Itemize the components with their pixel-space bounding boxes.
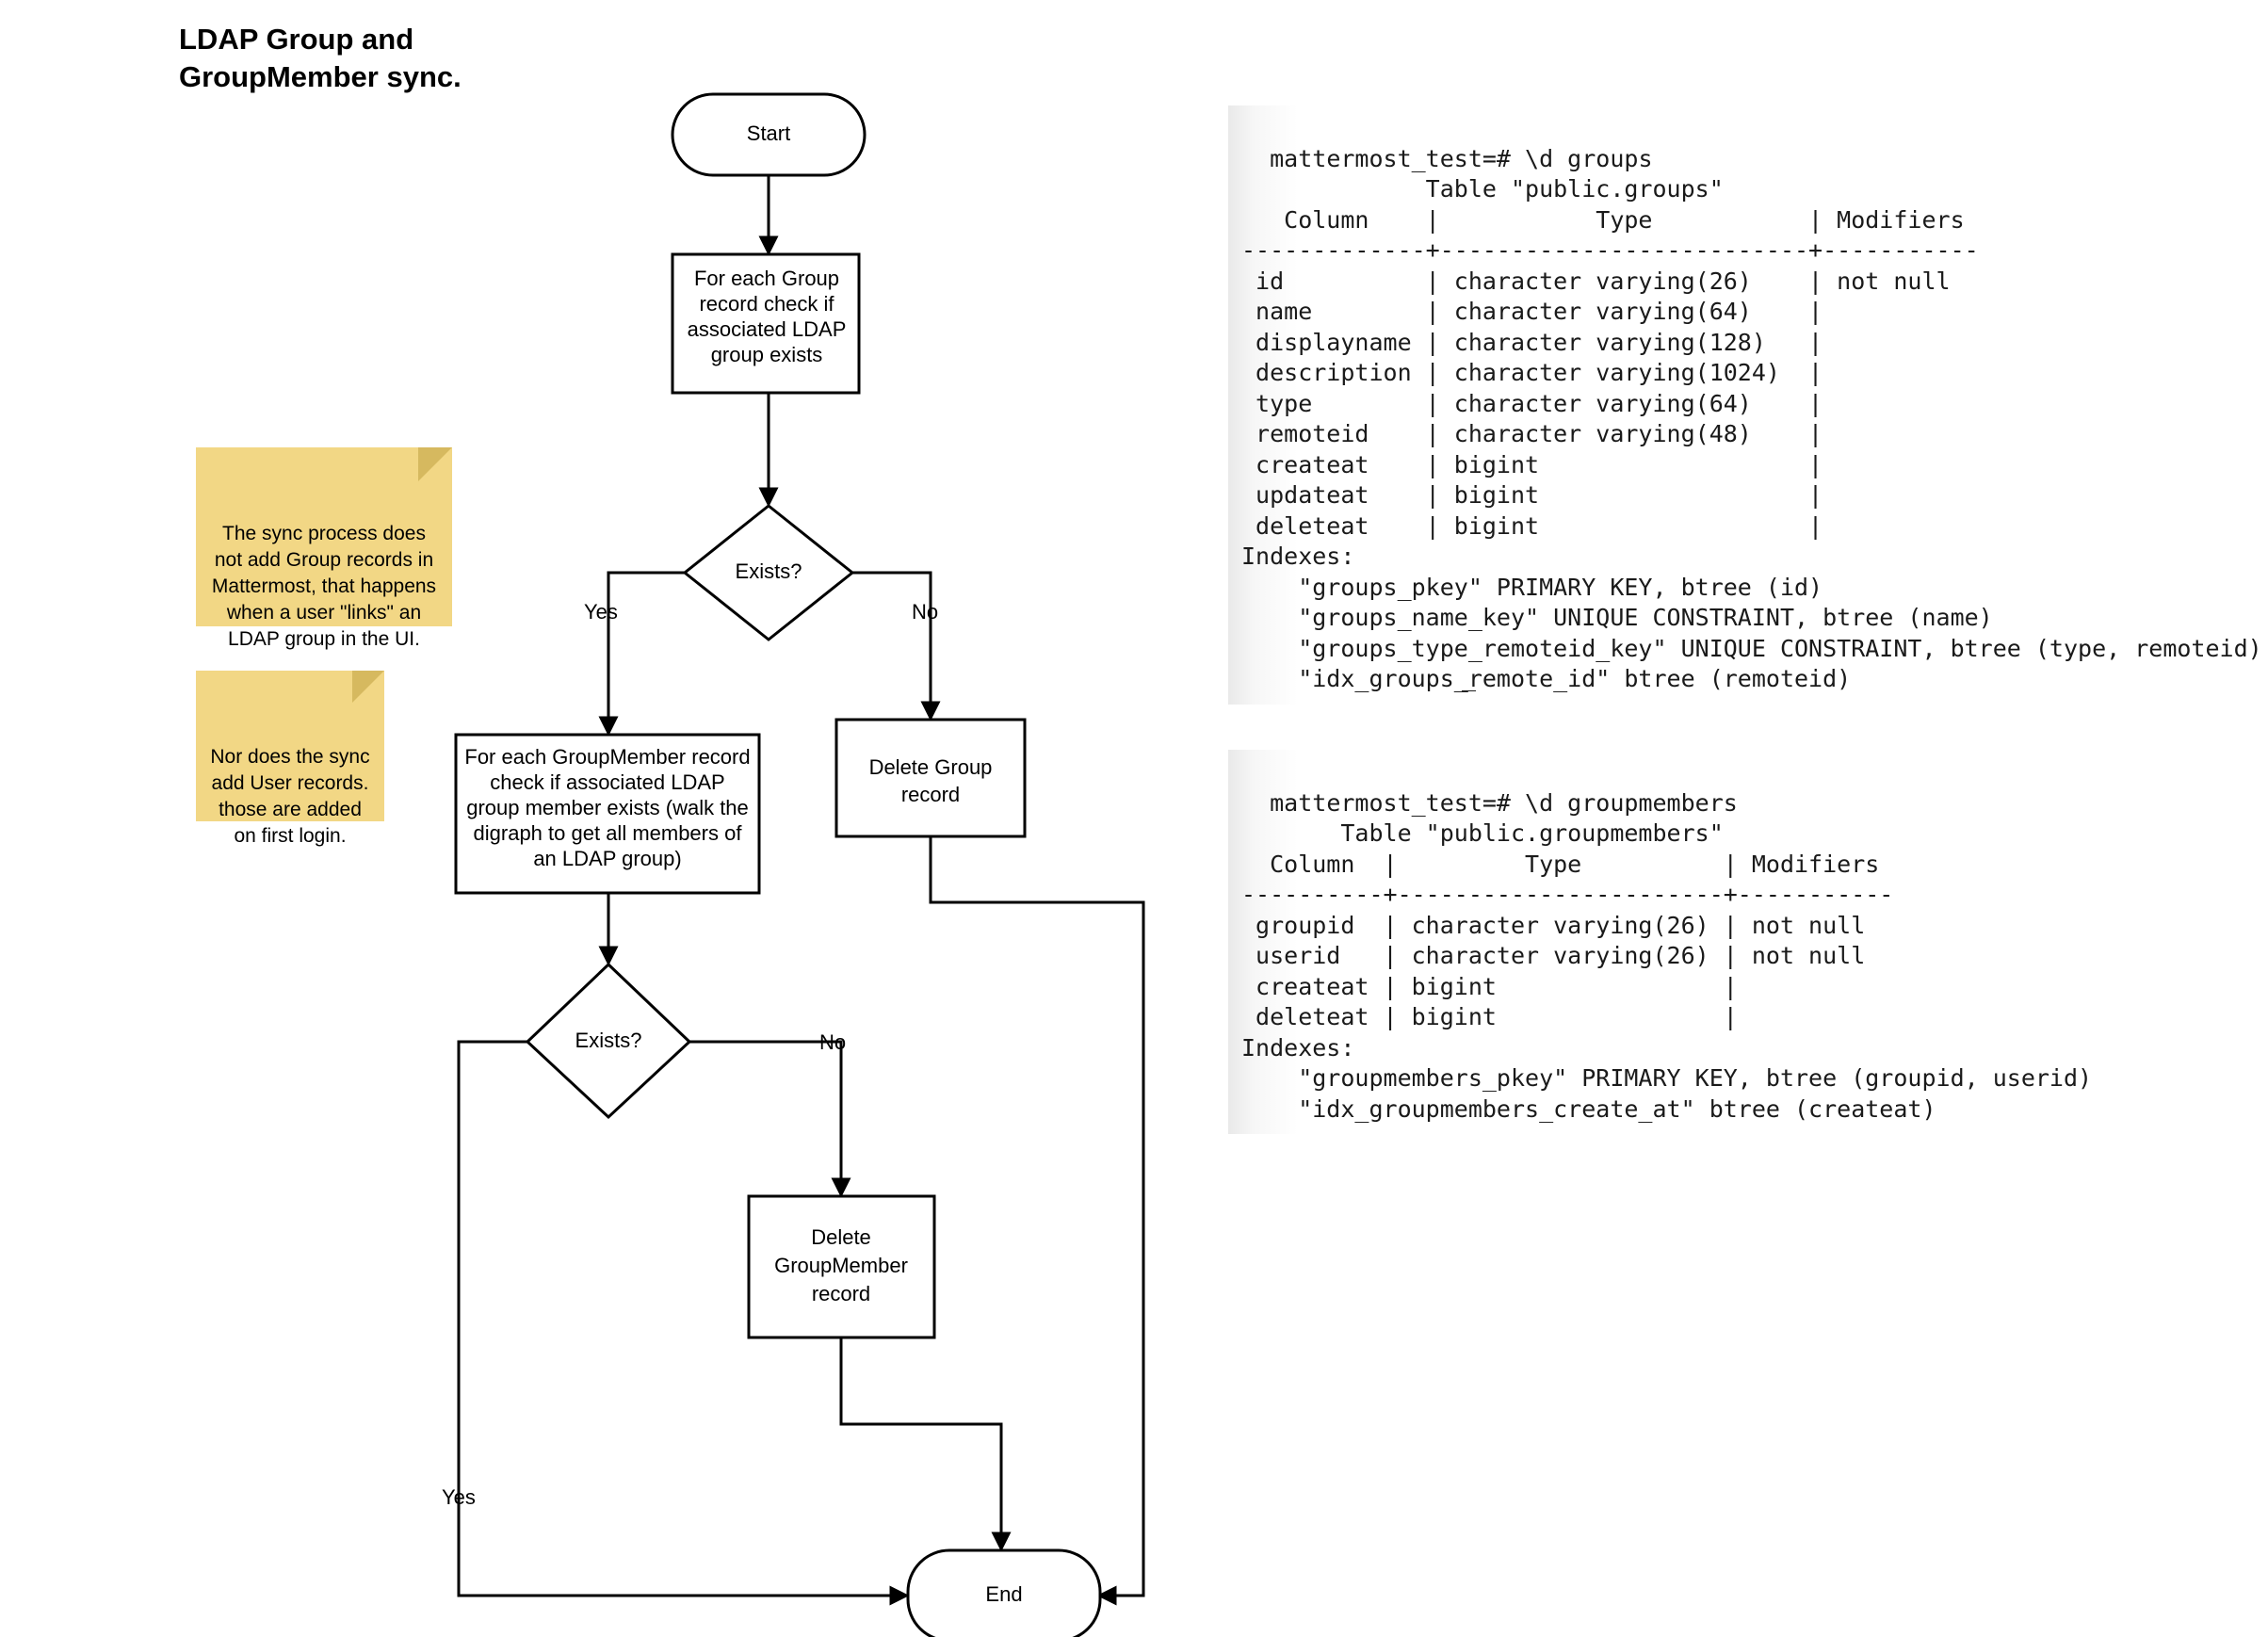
svg-text:record: record (812, 1282, 870, 1305)
node-exists-1-label: Exists? (736, 559, 802, 583)
svg-text:check if associated LDAP: check if associated LDAP (490, 770, 724, 794)
edge-label-exists2-no: No (819, 1030, 846, 1054)
psql-groups-text: mattermost_test=# \d groups Table "publi… (1241, 144, 2262, 693)
edge-exists2-yes (457, 1040, 910, 1606)
node-for-each-group-label: For each Group (694, 267, 839, 290)
psql-groupmembers-text: mattermost_test=# \d groupmembers Table … (1241, 788, 2093, 1123)
node-delete-member[interactable] (747, 1194, 936, 1339)
node-end-label: End (985, 1582, 1022, 1606)
svg-text:an LDAP group): an LDAP group) (533, 847, 681, 870)
edge-exists2-no (689, 1040, 851, 1198)
sticky-note-group-records[interactable]: The sync process does not add Group reco… (196, 447, 452, 650)
node-delete-group[interactable] (834, 718, 1027, 838)
page-title: LDAP Group and GroupMember sync. (179, 23, 462, 93)
edge-label-exists1-yes: Yes (584, 600, 618, 624)
node-for-each-group[interactable] (671, 252, 861, 395)
psql-output-groupmembers: mattermost_test=# \d groupmembers Table … (1228, 750, 2170, 1134)
note-fold-corner (418, 447, 452, 481)
sticky-note-text: Nor does the sync add User records. thos… (210, 745, 370, 847)
svg-text:digraph to get all members of: digraph to get all members of (474, 821, 743, 845)
node-delete-group-label: Delete Group (869, 755, 993, 779)
flowchart-canvas: Start For each Group record check if ass… (442, 92, 1145, 1637)
edge-label-exists2-yes: Yes (442, 1485, 476, 1509)
node-exists-2[interactable] (525, 962, 692, 1120)
node-end[interactable] (906, 1548, 1102, 1637)
node-delete-member-label: Delete (811, 1225, 871, 1249)
svg-text:record: record (901, 783, 960, 806)
edge-exists1-yes (598, 571, 685, 737)
svg-text:record check if: record check if (699, 292, 834, 316)
node-start[interactable] (671, 92, 867, 177)
edge-deletegroup-to-end (929, 835, 1145, 1606)
edge-label-exists1-no: No (912, 600, 938, 624)
edge-deletemember-to-end (839, 1337, 1012, 1552)
svg-text:group member exists (walk the: group member exists (walk the (466, 796, 749, 819)
node-for-each-member[interactable] (454, 733, 761, 895)
terminal-cursor-groups: _ (1462, 664, 1477, 691)
node-exists-1[interactable] (682, 504, 855, 641)
note-fold-corner (352, 671, 384, 703)
sticky-note-user-records[interactable]: Nor does the sync add User records. thos… (196, 671, 384, 847)
node-exists-2-label: Exists? (575, 1029, 642, 1052)
edge-exists1-no (852, 571, 941, 721)
svg-text:associated LDAP: associated LDAP (688, 317, 847, 341)
node-start-label: Start (747, 122, 790, 145)
svg-text:GroupMember: GroupMember (774, 1254, 908, 1277)
svg-text:group exists: group exists (711, 343, 823, 366)
sticky-note-text: The sync process does not add Group reco… (211, 522, 437, 650)
node-for-each-member-label: For each GroupMember record (464, 745, 750, 769)
psql-output-groups: mattermost_test=# \d groups Table "publi… (1228, 105, 2262, 705)
